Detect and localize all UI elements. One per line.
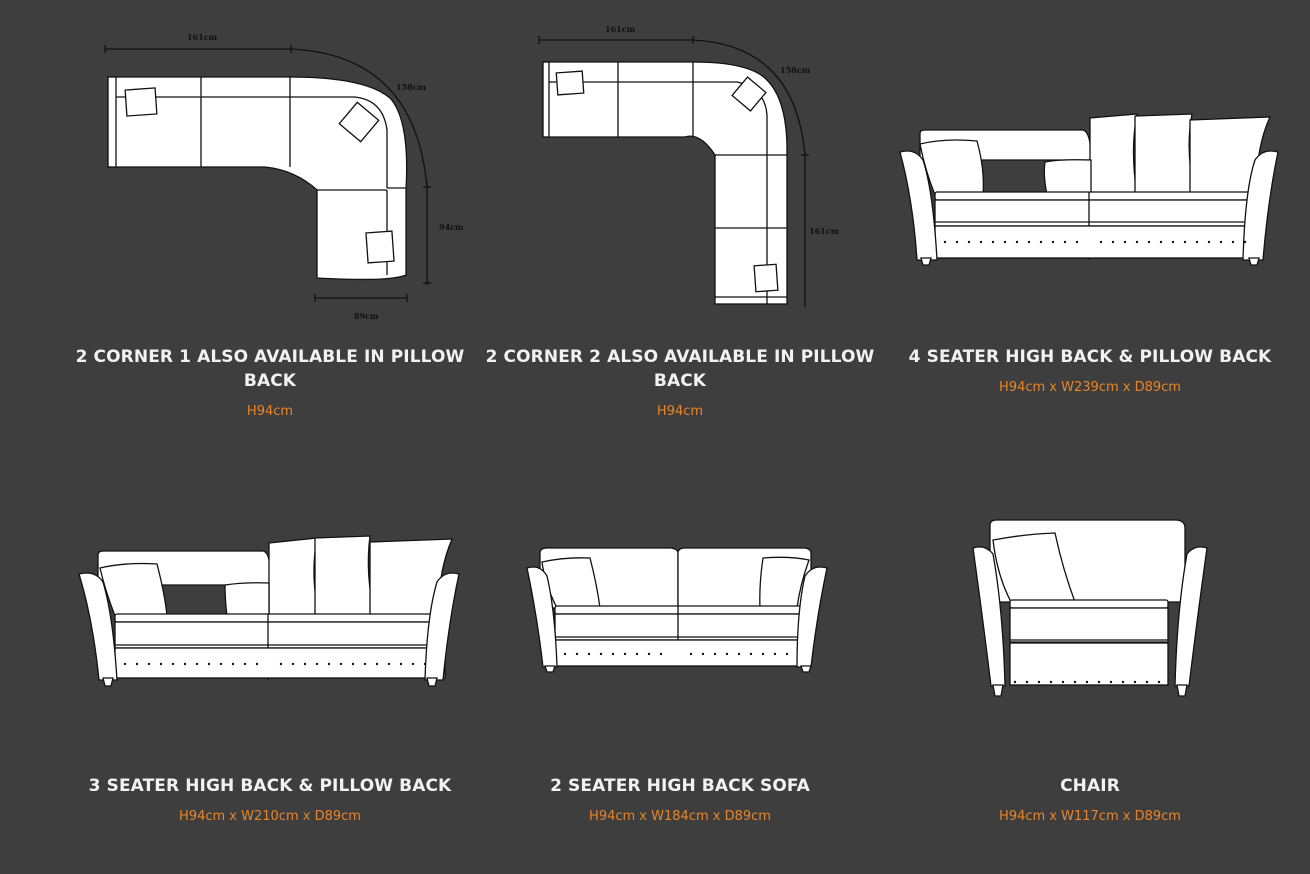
chair-drawing <box>972 519 1208 697</box>
product-card-2-corner-1[interactable]: 161cm 158cm 94cm 89cm 2 CORNER 1 ALSO AV… <box>65 20 475 430</box>
diagram-label-top: 161cm <box>605 24 636 34</box>
diagram-label-top: 161cm <box>187 32 218 42</box>
product-title[interactable]: 2 SEATER HIGH BACK SOFA <box>550 776 810 796</box>
product-dimensions: H94cm x W210cm x D89cm <box>179 809 361 824</box>
product-dimensions: H94cm x W239cm x D89cm <box>999 380 1181 395</box>
diagram-label-bottom: 89cm <box>354 311 379 321</box>
product-title[interactable]: CHAIR <box>1060 776 1120 796</box>
diagram-label-right: 94cm <box>439 222 464 232</box>
product-title[interactable]: 2 CORNER 1 ALSO AVAILABLE IN PILLOW BACK <box>75 347 465 391</box>
product-card-4-seater[interactable]: 4 SEATER HIGH BACK & PILLOW BACK H94cm x… <box>885 20 1295 430</box>
product-card-2-seater[interactable]: 2 SEATER HIGH BACK SOFA H94cm x W184cm x… <box>475 450 885 850</box>
product-title[interactable]: 3 SEATER HIGH BACK & PILLOW BACK <box>88 776 452 796</box>
product-card-3-seater[interactable]: 3 SEATER HIGH BACK & PILLOW BACK H94cm x… <box>65 450 475 850</box>
product-title[interactable]: 2 CORNER 2 ALSO AVAILABLE IN PILLOW BACK <box>485 347 875 391</box>
corner-sofa-2-diagram: 161cm 158cm 161cm <box>538 24 840 307</box>
product-dimensions: H94cm <box>246 404 294 419</box>
product-card-chair[interactable]: CHAIR H94cm x W117cm x D89cm <box>885 450 1295 850</box>
diagram-label-right: 161cm <box>809 226 840 236</box>
product-dimensions: H94cm <box>656 404 704 419</box>
4-seater-sofa-drawing <box>899 113 1279 266</box>
product-dimensions: H94cm x W117cm x D89cm <box>999 809 1181 824</box>
corner-sofa-1-diagram: 161cm 158cm 94cm 89cm <box>104 32 464 321</box>
product-title[interactable]: 4 SEATER HIGH BACK & PILLOW BACK <box>908 347 1272 367</box>
product-dimensions: H94cm x W184cm x D89cm <box>589 809 771 824</box>
3-seater-sofa-drawing <box>78 535 460 687</box>
product-card-2-corner-2[interactable]: 161cm 158cm 161cm 2 CORNER 2 ALSO AVAILA… <box>475 20 885 430</box>
diagram-label-curve: 158cm <box>780 65 811 75</box>
2-seater-sofa-drawing <box>526 547 828 673</box>
diagram-label-curve: 158cm <box>396 82 427 92</box>
